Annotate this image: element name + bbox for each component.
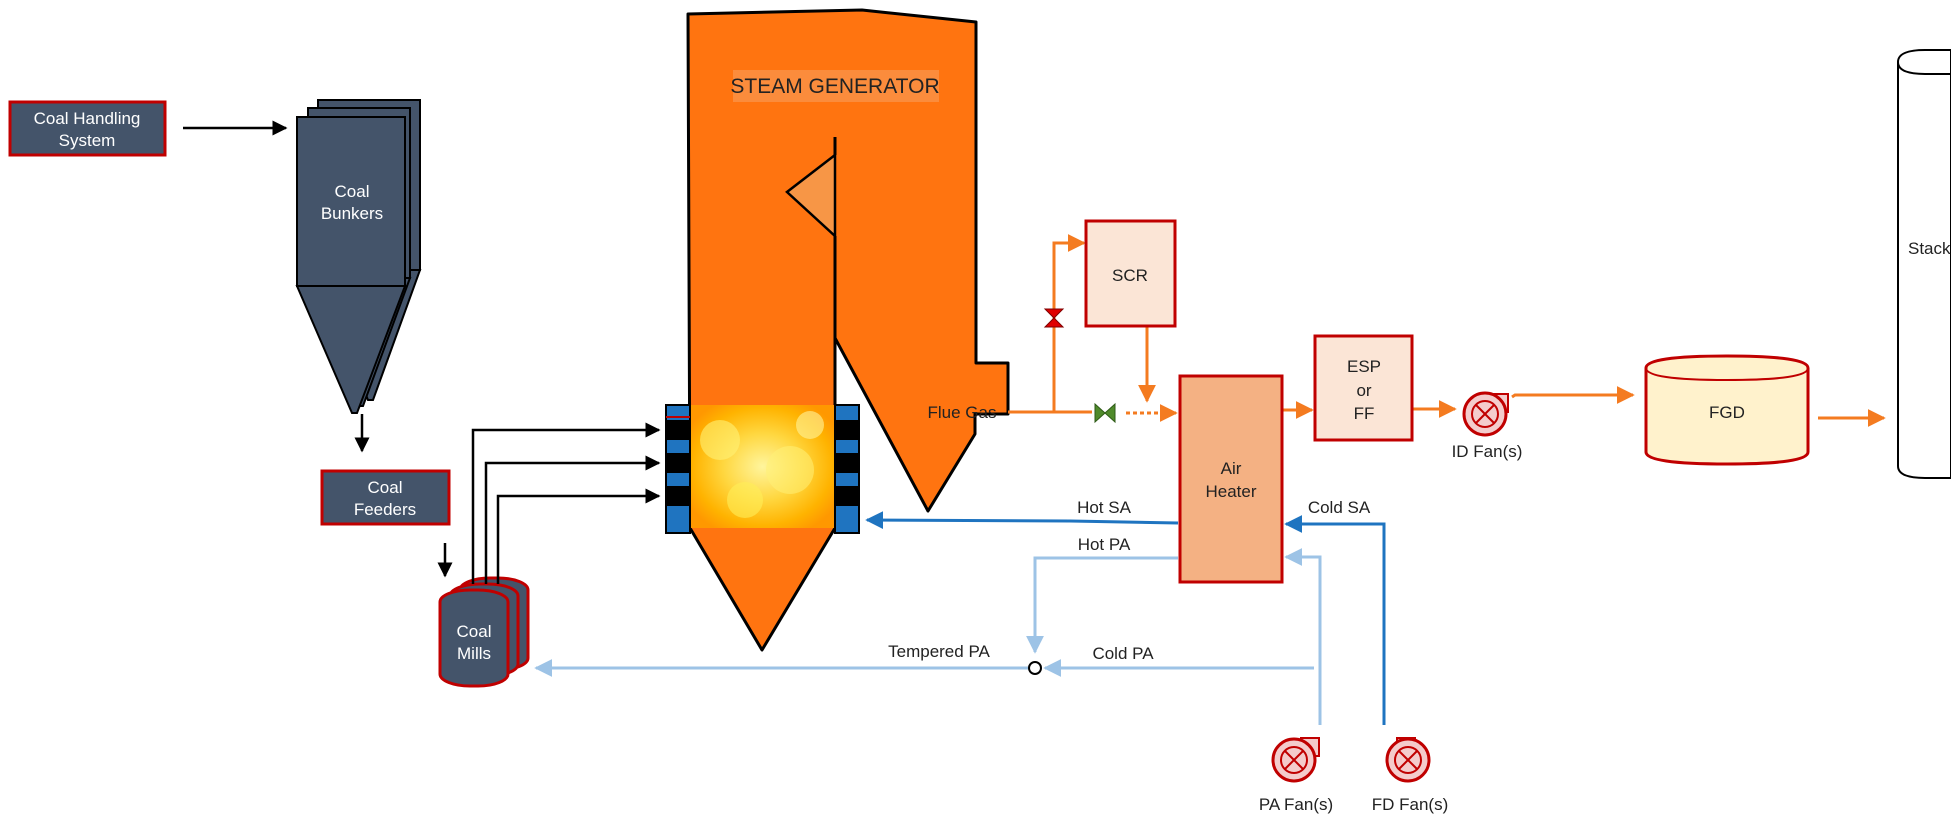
tempered-pa-label: Tempered PA	[888, 642, 990, 661]
flue-gas-path	[1008, 234, 1886, 427]
scr-label: SCR	[1112, 266, 1148, 285]
coal-handling-system: Coal Handling System	[8, 100, 167, 157]
air-heater-label-2: Heater	[1205, 482, 1256, 501]
burners-right	[834, 404, 860, 534]
tempering-junction-icon	[1028, 661, 1042, 675]
secondary-air-path	[865, 511, 1386, 725]
burners-left	[665, 404, 691, 534]
fgd-label: FGD	[1709, 403, 1745, 422]
flue-gas-damper-icon	[1094, 402, 1116, 424]
id-fan-icon	[1462, 391, 1509, 437]
esp-or-ff: ESP or FF	[1313, 334, 1414, 442]
furnace-fireball	[690, 405, 835, 528]
coal-mills: Coal Mills	[438, 576, 530, 688]
esp-label-2: or	[1356, 381, 1371, 400]
cold-sa-label: Cold SA	[1308, 498, 1371, 517]
coal-feeders-label-1: Coal	[368, 478, 403, 497]
pa-fan-icon	[1271, 737, 1320, 783]
flue-gas-label: Flue Gas	[928, 403, 997, 422]
fd-fans-label: FD Fan(s)	[1372, 795, 1449, 814]
stack: Stack	[1897, 49, 1951, 479]
esp-label-1: ESP	[1347, 357, 1381, 376]
coal-feeders: Coal Feeders	[320, 469, 451, 526]
coal-bunkers-label-2: Bunkers	[321, 204, 383, 223]
pa-fans-label: PA Fan(s)	[1259, 795, 1333, 814]
coal-pipes	[471, 422, 661, 584]
stack-label: Stack	[1908, 239, 1951, 258]
air-heater: Air Heater	[1178, 374, 1284, 584]
coal-mills-label-1: Coal	[457, 622, 492, 641]
fd-fan-icon	[1385, 737, 1431, 783]
scr-bypass-damper-icon	[1043, 308, 1065, 328]
id-fans-label: ID Fan(s)	[1452, 442, 1523, 461]
steam-generator-label: STEAM GENERATOR	[730, 75, 939, 98]
air-heater-label-1: Air	[1221, 459, 1242, 478]
hot-pa-label: Hot PA	[1078, 535, 1131, 554]
coal-mills-label-2: Mills	[457, 644, 491, 663]
primary-air-path	[534, 548, 1322, 725]
cold-pa-label: Cold PA	[1092, 644, 1154, 663]
hot-sa-label: Hot SA	[1077, 498, 1132, 517]
coal-handling-label-1: Coal Handling	[34, 109, 141, 128]
esp-label-3: FF	[1354, 404, 1375, 423]
coal-bunkers: Coal Bunkers	[295, 99, 422, 414]
coal-feeders-label-2: Feeders	[354, 500, 416, 519]
coal-handling-label-2: System	[59, 131, 116, 150]
fgd-scrubber: FGD	[1644, 354, 1810, 466]
scr-reactor: SCR	[1084, 219, 1177, 328]
steam-generator: STEAM GENERATOR Flue Gas	[686, 8, 1010, 652]
coal-bunkers-label-1: Coal	[335, 182, 370, 201]
